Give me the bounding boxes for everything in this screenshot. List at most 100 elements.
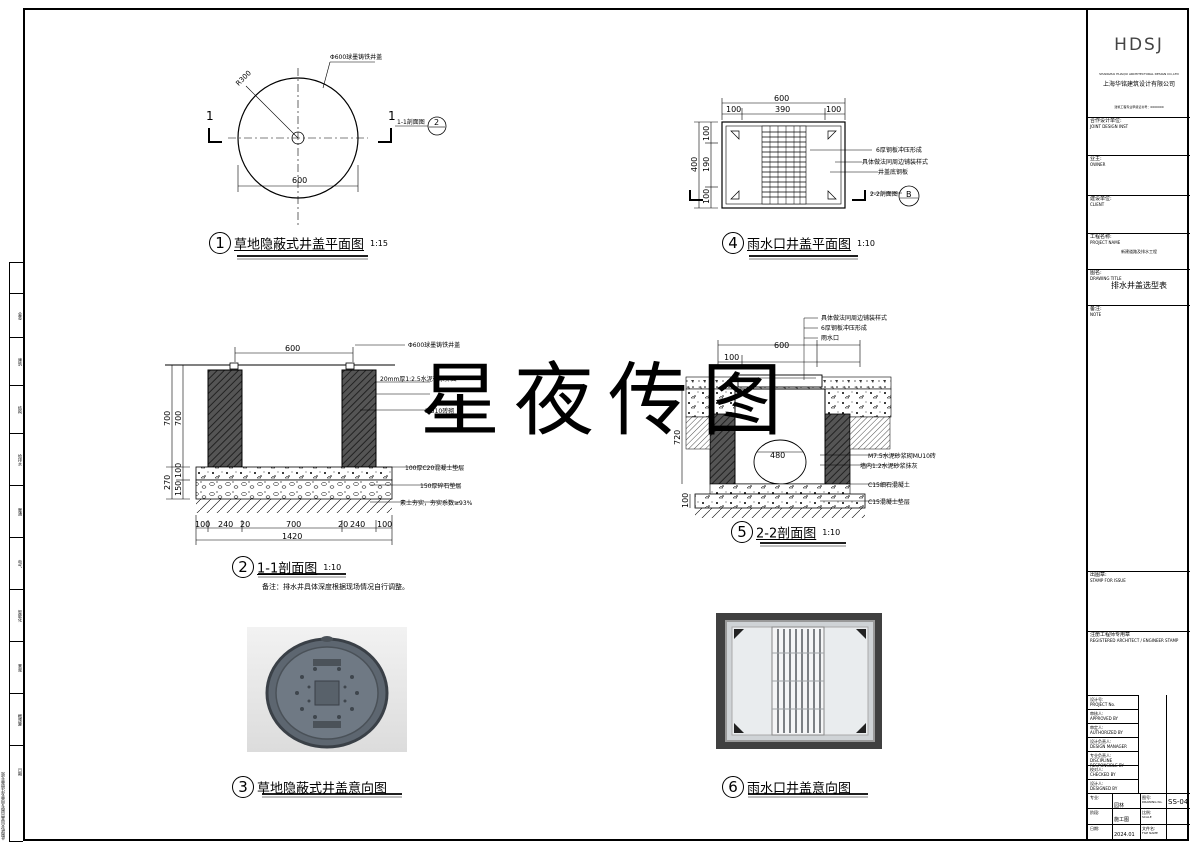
v4-dim-l1: 100 [702, 126, 711, 141]
view5-scale: 1:10 [822, 527, 841, 537]
title-block: HDSJ SHANGHAI HUAQIU ARCHITECTURAL DESIG… [1086, 9, 1190, 841]
builder-label: 建设单位: [1090, 196, 1112, 202]
v2-label-3: 100厚C20混凝土垫层 [405, 464, 464, 472]
discipline-value: 园林 [1114, 803, 1125, 809]
sign-row-5: 校对人:CHECKED BY [1088, 765, 1138, 779]
strip-cell-4: 暖通 [10, 485, 23, 538]
v2-dim-150: 150 [174, 481, 183, 496]
view2-note: 备注：排水井具体深度根据现场情况自行调整。 [262, 583, 409, 591]
v4-dim-total: 600 [774, 94, 789, 103]
v5-right-0: M7.5水泥砂浆砌MU10砖 [868, 452, 936, 460]
sign-row-2: 审定人:AUTHORIZED BY [1088, 723, 1138, 737]
v2-dim-b1: 240 [218, 520, 233, 529]
strip-cell-2: 结构 [10, 385, 23, 434]
view2-drawing [165, 344, 460, 545]
binding-strip: 会签 建筑 结构 给排水 暖通 电气 智能化 景观 概预算 日期 [9, 262, 23, 842]
v5-dim-100: 100 [724, 353, 739, 362]
view1-scale: 1:15 [370, 238, 388, 248]
v1-cut-left: 1 [206, 109, 214, 123]
v2-label-1: 20mm厚1:2.5水泥砂浆抹面 [380, 375, 457, 383]
view4-number: 4 [722, 232, 744, 254]
company-cert: 建筑工程专业甲级证书号：0000000 [1114, 105, 1164, 109]
strip-cell-3: 给排水 [10, 433, 23, 486]
sign-label-3: 设计负责人: [1090, 739, 1112, 744]
v4-dim-t1: 390 [775, 105, 790, 114]
v4-section-mark: 2-2剖面图 [870, 190, 898, 198]
sign-divider-2 [1166, 695, 1167, 840]
v2-dim-100: 100 [174, 463, 183, 478]
v5-top-1: 6厚钢板冲压形成 [821, 324, 867, 332]
notes-sub: NOTE [1090, 312, 1102, 317]
binding-note: 此图纸未加盖出图专用章及注册章无效 [0, 772, 5, 840]
v5-right-3: C15混凝土垫层 [868, 498, 910, 506]
reg-stamp-row: 注册工程师专用章 REGISTERED ARCHITECT / ENGINEER… [1088, 631, 1190, 695]
sign-label-6: 设计人: [1090, 781, 1104, 786]
v2-dim-270: 270 [163, 475, 172, 490]
drawing-frame [23, 8, 1189, 841]
builder-row: 建设单位: CLIENT [1088, 195, 1190, 233]
sign-row-0: 设计号:PROJECT No. [1088, 695, 1138, 709]
view2-title: 1-1剖面图 [257, 561, 318, 577]
sign-sub-6: DESIGNED BY [1090, 786, 1118, 791]
v2-dim-b2: 20 [240, 520, 250, 529]
v1-cover-label: Φ600球墨铸铁井盖 [330, 53, 382, 61]
sign-sub-1: APPROVED BY [1090, 716, 1119, 721]
view1-title: 草地隐蔽式井盖平面图 [234, 237, 365, 253]
reg-label: 注册工程师专用章 [1090, 632, 1131, 638]
project-value: 新建道路及排水工程 [1121, 249, 1157, 254]
v4-dim-t2: 100 [826, 105, 841, 114]
drawing-title-row: 图名: DRAWING TITLE 排水井盖选型表 [1088, 269, 1190, 305]
reg-sub: REGISTERED ARCHITECT / ENGINEER STAMP [1090, 638, 1179, 643]
sign-row-1: 审核人:APPROVED BY [1088, 709, 1138, 723]
builder-sub: CLIENT [1090, 202, 1105, 207]
v1-radius-label: R300 [234, 69, 253, 88]
v2-label-2: MU10砖砌 [425, 407, 454, 415]
sign-divider [1138, 695, 1139, 793]
strip-cell-6: 智能化 [10, 589, 23, 642]
owner-sub: OWNER [1090, 162, 1106, 167]
company-name-cn: 上海华铭建筑设计有限公司 [1102, 81, 1175, 88]
company-logo: HDSJ [1114, 35, 1164, 55]
grid-line-2 [1088, 824, 1190, 825]
sign-label-2: 审定人: [1090, 725, 1104, 730]
date-label: 日期: [1090, 826, 1100, 831]
v2-dim-h1: 700 [163, 411, 172, 426]
v5-top-0: 具体做法同周边铺装样式 [821, 314, 887, 322]
scale-sub: SCALE [1142, 815, 1152, 819]
v4-label-0: 6厚钢板冲压形成 [876, 146, 922, 154]
caption-underlines [237, 255, 868, 798]
bottom-grid: 专业: 园林 图号: DRAWING No. SS-04 阶段: 施工图 比例:… [1088, 793, 1190, 841]
grid-vline-2 [1140, 794, 1141, 841]
v1-section-sheet: 2 [434, 118, 439, 127]
owner-row: 业主: OWNER [1088, 155, 1190, 195]
view4-scale: 1:10 [857, 238, 875, 248]
owner-label: 业主: [1090, 156, 1102, 162]
v5-right-1: 墙内1:2水泥砂浆抹灰 [860, 462, 918, 470]
v2-dim-h2: 700 [174, 411, 183, 426]
v2-dim-b6: 100 [377, 520, 392, 529]
strip-cell-7: 景观 [10, 641, 23, 694]
view4-title: 雨水口井盖平面图 [747, 237, 852, 253]
sign-sub-5: CHECKED BY [1090, 772, 1116, 777]
manhole-cover-photo [247, 627, 407, 752]
v5-dim-top: 600 [774, 341, 789, 350]
view6-number: 6 [722, 776, 744, 798]
v5-top-2: 雨水口 [821, 334, 839, 342]
drawing-sub: DRAWING TITLE [1090, 276, 1122, 281]
drawing-no-label: 图号: [1142, 795, 1152, 800]
v2-dim-b4: 20 [338, 520, 348, 529]
drawing-value: 排水井盖选型表 [1111, 281, 1167, 290]
sign-row-3: 设计负责人:DESIGN MANAGER [1088, 737, 1138, 751]
discipline-label: 专业: [1090, 795, 1100, 800]
view5-number: 5 [731, 521, 753, 543]
date-value: 2024.01 [1114, 832, 1135, 838]
notes-label: 备注: [1090, 306, 1102, 312]
notes-row: 备注: NOTE [1088, 305, 1190, 571]
v2-dim-total: 1420 [282, 532, 302, 541]
v2-dim-b5: 240 [350, 520, 365, 529]
drawing-label: 图名: [1090, 270, 1102, 276]
v2-label-4: 150厚碎石垫层 [420, 482, 461, 490]
